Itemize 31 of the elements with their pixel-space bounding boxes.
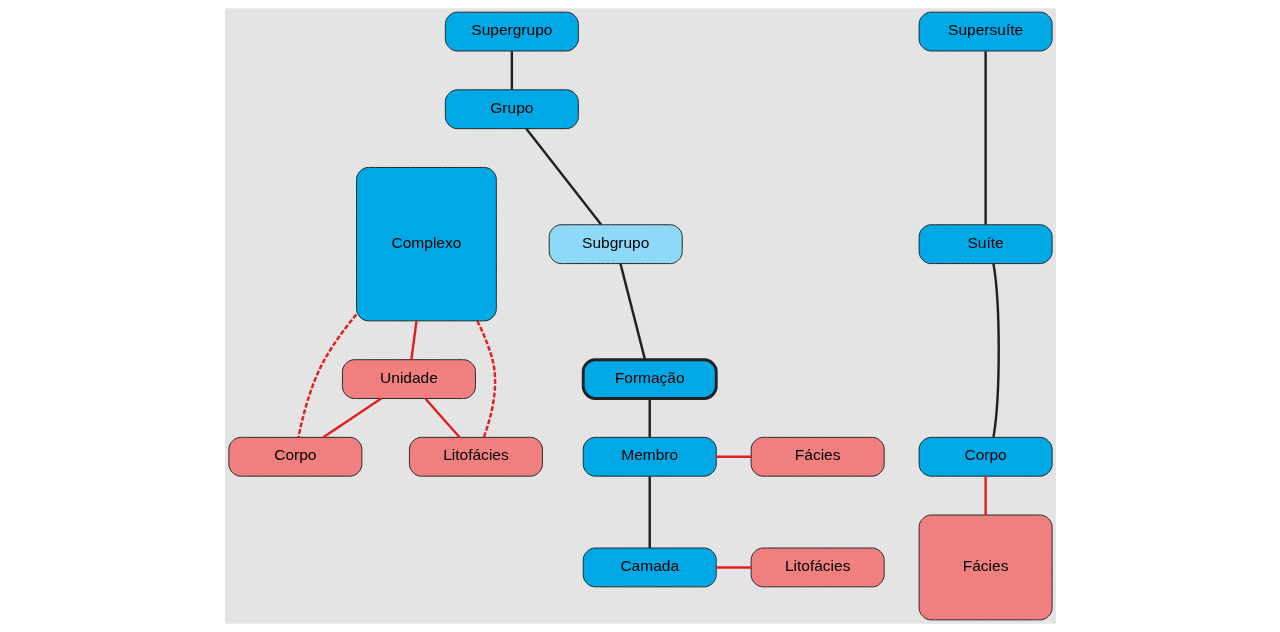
node-box: Corpo bbox=[227, 436, 362, 477]
node-box: Membro bbox=[582, 436, 717, 477]
node-box: Fácies bbox=[750, 436, 885, 477]
node-box: Litofácies bbox=[750, 547, 885, 588]
connector bbox=[322, 397, 382, 439]
connector bbox=[983, 51, 987, 225]
connector bbox=[715, 566, 751, 569]
node-box: Formação bbox=[581, 358, 718, 400]
node-box: Supersuíte bbox=[918, 11, 1053, 52]
node-box: Complexo bbox=[355, 167, 497, 322]
node-box: Subgrupo bbox=[548, 224, 683, 265]
node-box: Unidade bbox=[341, 359, 476, 399]
connector bbox=[475, 320, 496, 438]
node-box: Grupo bbox=[444, 89, 579, 130]
connector bbox=[648, 398, 651, 438]
connector bbox=[983, 476, 987, 515]
connector bbox=[618, 263, 646, 360]
node-box: Camada bbox=[582, 547, 717, 588]
connector bbox=[648, 476, 651, 548]
node-box: Fácies bbox=[918, 514, 1053, 621]
node-box: Corpo bbox=[918, 436, 1053, 477]
connector bbox=[424, 398, 460, 439]
node-box: Litofácies bbox=[408, 436, 543, 477]
connector bbox=[524, 127, 602, 226]
connector bbox=[715, 455, 751, 458]
connector bbox=[296, 313, 357, 438]
connector bbox=[991, 263, 1000, 438]
node-box: Suíte bbox=[918, 224, 1053, 265]
connector bbox=[409, 320, 418, 360]
node-box: Supergrupo bbox=[444, 11, 579, 52]
connector bbox=[510, 51, 513, 90]
